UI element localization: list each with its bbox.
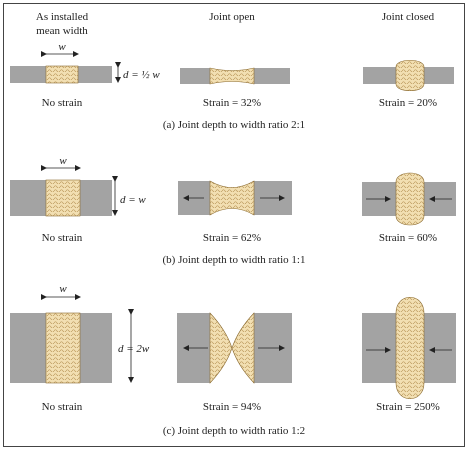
- width-symbol: w: [59, 283, 67, 295]
- sealant: [45, 179, 81, 217]
- label-no-strain: No strain: [42, 401, 83, 413]
- width-symbol: w: [59, 155, 67, 167]
- sealant: [395, 297, 425, 399]
- open-joint: [177, 312, 292, 384]
- figure-frame: [3, 3, 465, 447]
- sealant: [395, 172, 425, 226]
- panel-caption: (a) Joint depth to width ratio 2:1: [163, 119, 305, 131]
- label-open-strain: Strain = 62%: [203, 232, 261, 244]
- closed-joint: [363, 59, 454, 92]
- panel-c: w d = 2w No strain Strain = 94% Strain =…: [10, 283, 456, 437]
- label-closed-strain: Strain = 60%: [379, 232, 437, 244]
- closed-joint: [362, 172, 456, 226]
- label-no-strain: No strain: [42, 97, 83, 109]
- panel-a: w d = ½ w No strain Strain = 32% Strain …: [10, 41, 454, 131]
- label-closed-strain: Strain = 20%: [379, 97, 437, 109]
- panel-caption: (c) Joint depth to width ratio 1:2: [163, 425, 305, 437]
- no-strain-joint: [10, 312, 112, 384]
- width-symbol: w: [58, 41, 66, 53]
- panel-b: w d = w No strain Strain = 62% Strain = …: [10, 155, 456, 266]
- open-joint: [180, 67, 290, 85]
- label-open-strain: Strain = 32%: [203, 97, 261, 109]
- label-open-strain: Strain = 94%: [203, 401, 261, 413]
- header-as-installed-line1: As installed: [36, 11, 89, 23]
- no-strain-joint: [10, 179, 112, 217]
- sealant: [209, 67, 255, 85]
- label-no-strain: No strain: [42, 232, 83, 244]
- panel-caption: (b) Joint depth to width ratio 1:1: [163, 254, 306, 266]
- sealant: [45, 65, 79, 84]
- depth-label: d = w: [120, 194, 146, 206]
- sealant: [395, 59, 425, 92]
- sealant: [45, 312, 81, 384]
- header-joint-open: Joint open: [209, 11, 255, 23]
- open-joint: [178, 180, 292, 216]
- sealant: [209, 312, 255, 384]
- depth-label: d = ½ w: [123, 69, 160, 81]
- sealant: [209, 180, 255, 216]
- no-strain-joint: [10, 65, 112, 84]
- closed-joint: [362, 297, 456, 399]
- depth-label: d = 2w: [118, 343, 150, 355]
- header-as-installed-line2: mean width: [36, 25, 88, 37]
- header-joint-closed: Joint closed: [382, 11, 435, 23]
- label-closed-strain: Strain = 250%: [376, 401, 440, 413]
